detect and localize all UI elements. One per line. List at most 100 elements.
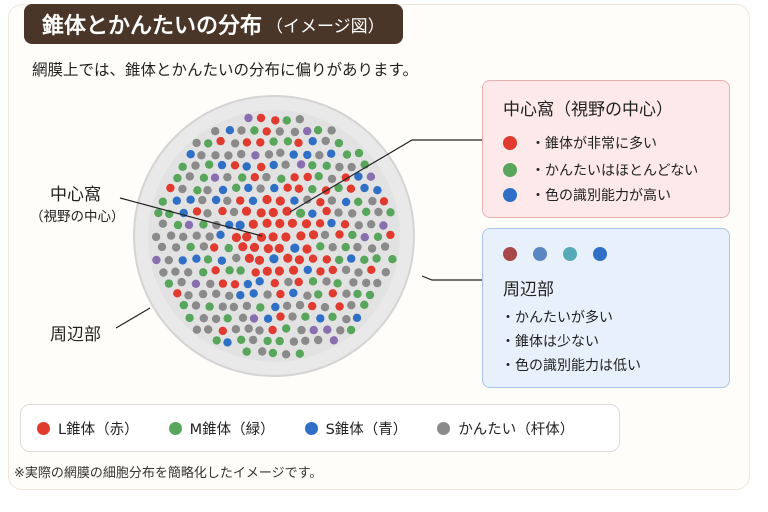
retina-cell: [360, 255, 369, 264]
retina-cell: [262, 172, 271, 182]
retina-cell: [218, 326, 227, 336]
retina-cell: [244, 324, 253, 333]
intro-text: 網膜上では、錐体とかんたいの分布に偏りがあります。: [32, 61, 418, 79]
retina-cell: [191, 161, 200, 170]
retina-cell: [314, 290, 323, 299]
fovea-leader-line: [119, 197, 263, 237]
retina-cell: [230, 280, 240, 289]
retina-cell: [241, 206, 252, 216]
retina-cell: [340, 220, 350, 229]
retina-cell: [365, 290, 375, 300]
retina-cell: [254, 255, 265, 265]
retina-cell: [354, 268, 363, 277]
retina-cell: [211, 266, 220, 275]
retina-cell: [368, 196, 377, 206]
retina-cell: [179, 300, 188, 310]
retina-cell: [249, 289, 258, 298]
legend-label: S錐体（青）: [325, 421, 408, 438]
retina-cell: [334, 138, 344, 148]
retina-cell: [360, 183, 369, 193]
retina-cell: [192, 138, 201, 148]
legend-label: M錐体（緑）: [189, 421, 275, 438]
periphery-box-title: 周辺部: [503, 280, 554, 300]
retina-cell: [268, 207, 278, 218]
retina-cell: [178, 162, 187, 171]
periphery-leader-line: [115, 307, 151, 329]
retina-cell: [354, 148, 364, 158]
retina-cell: [341, 197, 351, 207]
retina-cell: [199, 173, 209, 182]
retina-cell: [327, 218, 336, 228]
retina-cell: [212, 336, 221, 345]
retina-cell: [335, 302, 344, 311]
retina-cell: [335, 162, 344, 172]
blue-dot-icon: [593, 247, 607, 261]
retina-cell: [373, 186, 382, 195]
retina-cell: [320, 230, 330, 240]
retina-cell: [230, 139, 240, 148]
legend-label: L錐体（赤）: [58, 421, 139, 438]
retina-cell: [316, 267, 325, 276]
retina-cell: [192, 207, 202, 216]
retina-cell: [296, 208, 306, 218]
blue-dot-icon: [533, 247, 547, 261]
retina-cell: [289, 288, 298, 298]
legend-item-rod: かんたい（杆体）: [437, 418, 574, 439]
periphery-box-leader-line: [421, 275, 482, 281]
retina-cell: [301, 336, 310, 345]
retina-cell: [199, 268, 208, 277]
retina-cell: [381, 268, 390, 277]
retina-cell: [151, 232, 161, 242]
retina-cell: [203, 255, 213, 264]
retina-cell: [255, 277, 264, 286]
retina-cell: [296, 231, 306, 241]
retina-cell: [275, 336, 284, 346]
retina-cell: [236, 291, 245, 300]
footnote: ※実際の網膜の細胞分布を簡略化したイメージです。: [14, 466, 323, 481]
retina-cell: [263, 290, 272, 299]
retina-cell: [303, 265, 312, 275]
retina-cell: [256, 208, 266, 218]
retina-cell: [256, 232, 267, 242]
fovea-box-item-text: ・色の識別能力が高い: [531, 188, 671, 204]
retina-cell: [179, 232, 188, 241]
retina-cell: [204, 139, 213, 148]
retina-cell: [316, 314, 325, 323]
retina-cell: [218, 302, 227, 311]
retina-cell: [191, 279, 201, 288]
retina-cell: [295, 115, 304, 124]
retina-cell: [342, 289, 351, 298]
retina-cell: [223, 338, 232, 347]
retina-cell: [308, 185, 317, 194]
retina-cell: [232, 253, 241, 263]
retina-cell: [268, 325, 277, 335]
retina-cell: [309, 325, 318, 335]
retina-cell: [352, 313, 362, 322]
retina-cell: [242, 301, 252, 311]
retina-cell: [333, 279, 342, 288]
retina-cell: [315, 151, 324, 160]
retina-cell: [328, 265, 337, 275]
retina-cell: [193, 186, 202, 195]
periphery-box-item: ・錐体は少ない: [501, 334, 599, 350]
retina-cell: [236, 196, 245, 205]
fovea-box-item: ・色の識別能力が高い: [503, 185, 671, 205]
diagram-title-sub: （イメージ図）: [266, 16, 385, 37]
periphery-label: 周辺部: [50, 325, 101, 345]
retina-cell: [256, 184, 265, 193]
retina-cell: [244, 253, 254, 263]
retina-cell: [269, 160, 278, 170]
retina-cell: [322, 277, 331, 286]
retina-cell: [204, 325, 213, 334]
retina-cell: [166, 183, 175, 193]
retina-cell: [232, 183, 241, 192]
cell-dots: [151, 113, 397, 359]
retina-cell: [367, 265, 376, 274]
retina-cell: [353, 242, 362, 252]
retina-cell: [256, 303, 265, 312]
retina-cell: [218, 206, 227, 216]
retina-cell: [277, 174, 286, 183]
retina-cell: [178, 256, 187, 265]
retina-cell: [288, 312, 297, 321]
retina-cell: [238, 242, 248, 252]
